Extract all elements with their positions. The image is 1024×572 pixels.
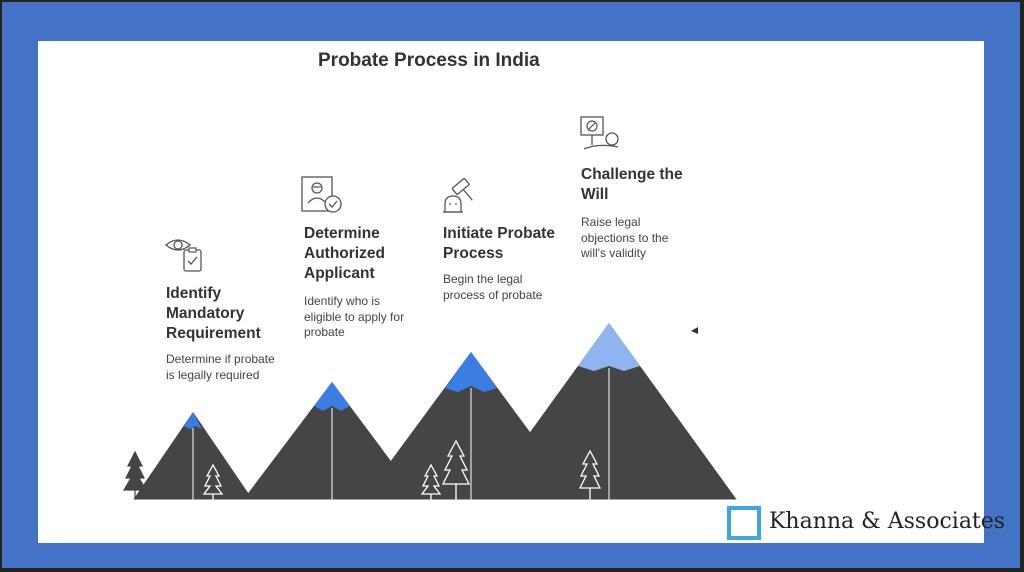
step-4-desc-line-1: Raise legal [581,215,641,229]
mountain-1-peak [184,412,202,429]
step-2-desc-line-1: Identify who is [304,294,381,308]
step-4-description: Raise legal objections to the will's val… [581,215,668,262]
step-2-title-line-3: Applicant [304,265,375,282]
step-3-title: Initiate Probate Process [443,224,555,264]
objection-sign-icon [580,116,619,150]
tree-2 [202,463,224,500]
step-3-description: Begin the legal process of probate [443,272,542,303]
step-2-title-line-1: Determine [304,225,380,242]
diagram-title: Probate Process in India [318,50,540,71]
step-4-title: Challenge the Will [581,165,683,205]
mouse-cursor-icon [691,327,698,334]
step-1-desc-line-1: Determine if probate [166,352,275,366]
step-1-title-line-2: Mandatory [166,305,245,322]
step-1-title-line-3: Requirement [166,325,261,342]
step-3-desc-line-1: Begin the legal [443,272,523,286]
step-2-title: Determine Authorized Applicant [304,224,385,284]
tree-1 [122,450,148,500]
mountain-3-peak [445,352,497,392]
tree-3 [420,463,442,500]
step-1-description: Determine if probate is legally required [166,352,275,383]
khanna-associates-logo: Khanna & Associates [727,505,1005,541]
step-2-desc-line-2: eligible to apply for [304,309,405,324]
step-4-title-line-2: Will [581,186,609,203]
mountain-2-peak [314,382,350,411]
tree-5 [578,449,602,500]
mountain-1 [133,412,253,500]
step-1-desc-line-2: is legally required [166,367,260,382]
step-3-desc-line-2: process of probate [443,287,543,302]
step-4-desc-line-3: will's validity [581,246,646,260]
step-4-desc-line-2: objections to the [581,230,669,245]
step-1-title: Identify Mandatory Requirement [166,284,261,344]
logo-text: Khanna & Associates [769,509,1006,534]
step-3-title-line-1: Initiate Probate [443,225,555,242]
mountain-4-peak [578,323,640,371]
person-verify-icon [301,176,342,213]
mountain-4 [481,323,737,500]
logo-square-icon [727,506,761,540]
step-2-desc-line-3: probate [304,325,345,339]
step-3-title-line-2: Process [443,245,504,262]
step-4-title-line-1: Challenge the [581,166,683,183]
mountain-2 [243,382,420,500]
tree-4 [441,439,471,500]
step-2-description: Identify who is eligible to apply for pr… [304,294,404,341]
step-2-title-line-2: Authorized [304,245,385,262]
eye-clipboard-icon [164,239,202,272]
step-1-title-line-1: Identify [166,285,222,302]
gavel-icon [443,178,473,213]
